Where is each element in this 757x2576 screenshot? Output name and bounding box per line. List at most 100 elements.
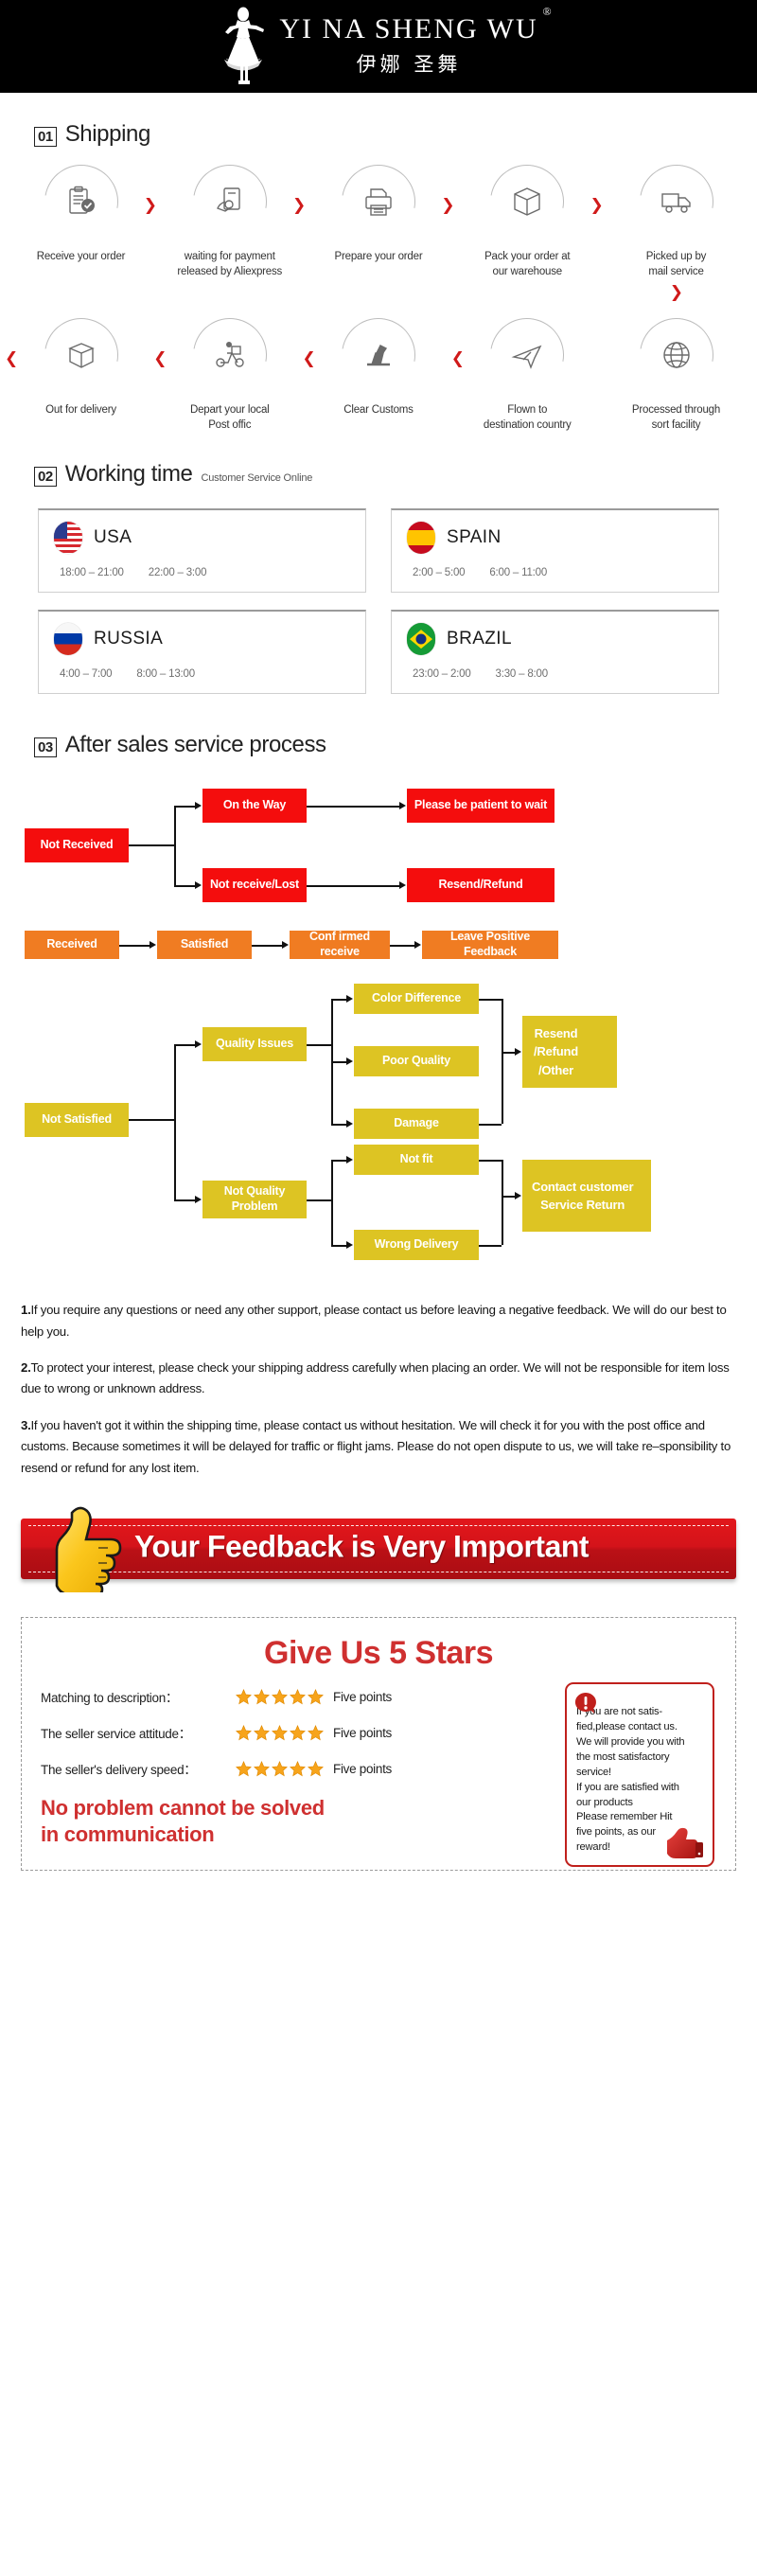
flow-connector bbox=[252, 945, 282, 947]
flow-node-contact-customer-service: Contact customer Service Return bbox=[522, 1160, 651, 1233]
step-circle bbox=[475, 303, 579, 407]
flag-russia-icon bbox=[54, 623, 82, 656]
time-slot: 6:00 – 11:00 bbox=[489, 567, 548, 579]
airplane-icon bbox=[511, 345, 542, 369]
chevron-right-icon: ❯ bbox=[143, 196, 157, 215]
star-icon bbox=[308, 1760, 324, 1776]
section-subtitle: Customer Service Online bbox=[201, 472, 313, 485]
flow-arrowhead bbox=[515, 1047, 521, 1056]
step-circle bbox=[29, 150, 132, 254]
flow-arrowhead bbox=[195, 880, 202, 889]
flow-connector bbox=[331, 1124, 346, 1126]
flow-connector bbox=[479, 1245, 502, 1247]
step-label: Prepare your order bbox=[334, 251, 423, 262]
flow-node-received: Received bbox=[25, 931, 119, 960]
star-icon bbox=[272, 1760, 288, 1776]
section-number: 01 bbox=[34, 127, 57, 147]
flow-node-not-fit: Not fit bbox=[354, 1145, 479, 1176]
flow-arrowhead bbox=[346, 1240, 353, 1249]
star-icon bbox=[236, 1688, 252, 1704]
clipboard-check-icon bbox=[68, 186, 95, 214]
box-package-icon bbox=[514, 187, 540, 216]
step-label: Receive your order bbox=[36, 251, 126, 262]
country-name: USA bbox=[94, 527, 132, 548]
time-slot: 2:00 – 5:00 bbox=[413, 567, 466, 579]
flow-node-not-quality-problem: Not Quality Problem bbox=[202, 1181, 307, 1219]
arrow-down-icon: ❯ bbox=[669, 283, 683, 303]
flow-connector bbox=[331, 1245, 346, 1247]
rating-label: The seller service attitude： bbox=[41, 1727, 191, 1742]
flow-arrowhead bbox=[346, 1057, 353, 1065]
step-circle bbox=[326, 150, 431, 254]
step-circle bbox=[475, 150, 579, 254]
flow-node-not-satisfied: Not Satisfied bbox=[25, 1103, 129, 1138]
page-title: Shipping bbox=[64, 121, 151, 147]
time-slot: 23:00 – 2:00 bbox=[413, 668, 471, 681]
flag-brazil-icon bbox=[407, 623, 435, 656]
flow-connector bbox=[174, 806, 176, 886]
shipping-step: Prepare your order ❯ bbox=[315, 150, 455, 279]
flow-connector bbox=[307, 806, 399, 808]
flow-arrowhead bbox=[346, 994, 353, 1003]
note-item: 3.If you haven't got it within the shipp… bbox=[21, 1415, 736, 1479]
step-circle bbox=[178, 150, 282, 254]
rating-row: The seller's delivery speed： Five points bbox=[41, 1759, 552, 1778]
give-us-stars-box: Give Us 5 Stars Matching to description：… bbox=[21, 1617, 736, 1872]
step-label: Out for delivery bbox=[45, 404, 116, 417]
flow-node-poor-quality: Poor Quality bbox=[354, 1046, 479, 1077]
flag-spain-icon bbox=[407, 522, 435, 555]
time-slot: 4:00 – 7:00 bbox=[60, 668, 113, 681]
section-header-working-time: 02 Working time Customer Service Online bbox=[0, 461, 757, 488]
country-name: SPAIN bbox=[447, 527, 502, 548]
flow-connector bbox=[119, 945, 150, 947]
flow-arrowhead bbox=[399, 801, 406, 809]
flow-node-on-the-way: On the Way bbox=[202, 789, 307, 824]
flow-node-quality-issues: Quality Issues bbox=[202, 1027, 307, 1062]
shipping-step: Out for delivery ❮ bbox=[5, 303, 145, 433]
step-circle bbox=[326, 303, 431, 407]
shipping-step: Receive your order ❯ bbox=[17, 150, 157, 279]
note-item: 1.If you require any questions or need a… bbox=[21, 1300, 736, 1342]
dancer-silhouette-icon bbox=[219, 6, 268, 87]
rating-points: Five points bbox=[333, 1761, 392, 1776]
step-circle bbox=[625, 303, 728, 407]
shipping-steps-row-1: Receive your order ❯ waiting for payment… bbox=[0, 150, 757, 279]
working-time-card-spain: SPAIN 2:00 – 5:00 6:00 – 11:00 bbox=[391, 508, 719, 594]
flow-arrowhead bbox=[195, 1195, 202, 1203]
scooter-courier-icon bbox=[216, 342, 244, 367]
note-text: If you haven't got it within the shippin… bbox=[21, 1417, 731, 1475]
notes-list: 1.If you require any questions or need a… bbox=[0, 1300, 757, 1479]
flow-node-resend-refund: Resend/Refund bbox=[407, 868, 555, 903]
star-icon bbox=[308, 1724, 324, 1740]
flow-arrowhead bbox=[195, 801, 202, 809]
banner-background bbox=[21, 1519, 736, 1580]
rating-rows: Matching to description： Five points The… bbox=[41, 1687, 552, 1778]
working-time-card-usa: USA 18:00 – 21:00 22:00 – 3:00 bbox=[38, 508, 366, 594]
chevron-right-icon: ❯ bbox=[590, 196, 604, 215]
rating-label: The seller's delivery speed： bbox=[41, 1763, 197, 1778]
brand-name-en: YI NA SHENG WU bbox=[279, 13, 538, 44]
flow-node-resend-refund-other: Resend /Refund /Other bbox=[522, 1016, 617, 1089]
payment-card-icon bbox=[216, 187, 240, 212]
flow-connector bbox=[390, 945, 414, 947]
flow-connector bbox=[331, 999, 346, 1001]
flow-connector bbox=[307, 1199, 331, 1201]
chevron-left-icon: ❮ bbox=[153, 349, 167, 369]
flow-arrowhead bbox=[282, 940, 289, 949]
section-number: 02 bbox=[34, 467, 57, 488]
step-circle bbox=[29, 303, 132, 407]
flow-arrowhead bbox=[414, 940, 421, 949]
thumbs-up-red-icon bbox=[663, 1821, 705, 1859]
flow-connector bbox=[331, 1160, 333, 1246]
flow-node-confirmed-receive: Conf irmed receive bbox=[290, 930, 390, 960]
flow-node-wrong-delivery: Wrong Delivery bbox=[354, 1230, 479, 1261]
brand-header: YI NA SHENG WU ® 伊娜 圣舞 bbox=[0, 0, 757, 93]
flow-arrowhead bbox=[346, 1155, 353, 1164]
working-time-grid: USA 18:00 – 21:00 22:00 – 3:00 SPAIN 2:0… bbox=[0, 508, 757, 695]
